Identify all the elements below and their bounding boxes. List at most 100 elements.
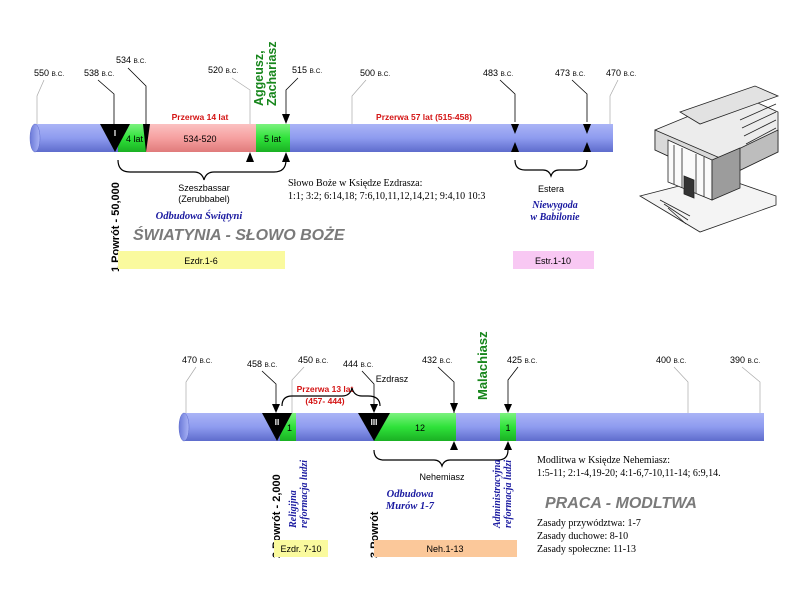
- timeline-1-year-labels: 550 B.C. 538 B.C. 534 B.C. 520 B.C. 515 …: [34, 55, 636, 124]
- year-label-470b: 470 B.C.: [182, 355, 212, 413]
- svg-text:470 B.C.: 470 B.C.: [606, 68, 636, 78]
- marker-473-bottom: [583, 142, 591, 152]
- return-1-marker: [100, 124, 130, 152]
- brace-estera: [514, 159, 588, 178]
- marker-425-top: [504, 404, 512, 413]
- leader-name-alt: (Zerubbabel): [178, 194, 230, 204]
- book-esther: Estr.1-10: [535, 256, 571, 266]
- svg-text:444 B.C.: 444 B.C.: [343, 359, 373, 369]
- return-2-label: 2 Powrót - 2,000: [271, 474, 283, 558]
- segment-4-lat-label: 4 lat: [126, 134, 144, 144]
- marker-483-bottom: [511, 142, 519, 152]
- marker-444-top: [370, 404, 378, 413]
- year-label-534: 534 B.C.: [116, 55, 147, 124]
- principle-leadership: Zasady przywództwa: 1-7: [537, 518, 641, 529]
- segment-5-lat: [256, 124, 290, 152]
- svg-text:483 B.C.: 483 B.C.: [483, 68, 513, 78]
- gap-57-lat: Przerwa 57 lat (515-458): [376, 112, 472, 122]
- prayer-title: Modlitwa w Księdze Nehemiasz:: [537, 455, 670, 466]
- prophet-malachiasz: Malachiasz: [475, 331, 490, 400]
- prophets-aggeusz-zachariasz: Aggeusz, Zachariasz: [252, 41, 279, 106]
- svg-text:390 B.C.: 390 B.C.: [730, 355, 760, 365]
- gap-13-lat: Przerwa 13 lat: [297, 384, 354, 394]
- prayer-refs: 1:5-11; 2:1-4,19-20; 4:1-6,7-10,11-14; 6…: [537, 468, 721, 479]
- gap-13-lat-years: (457- 444): [305, 396, 344, 406]
- word-title: Słowo Boże w Księdze Ezdrasza:: [288, 178, 422, 189]
- roman-ii: II: [275, 418, 279, 427]
- section-title-temple: ŚWIATYNIA - SŁOWO BOŻE: [133, 225, 346, 244]
- year-label-520: 520 B.C.: [208, 65, 251, 124]
- svg-text:538 B.C.: 538 B.C.: [84, 68, 114, 78]
- svg-text:Zachariasz: Zachariasz: [265, 41, 279, 106]
- year-label-390: 390 B.C.: [730, 355, 760, 413]
- leader-name: Szeszbassar: [178, 183, 230, 193]
- svg-text:470 B.C.: 470 B.C.: [182, 355, 212, 365]
- year-label-432: 432 B.C.: [422, 355, 455, 413]
- word-refs: 1:1; 3:2; 6:14,18; 7:6,10,11,12,14,21; 9…: [288, 191, 485, 202]
- marker-483-top: [511, 124, 519, 134]
- roman-iii: III: [371, 418, 378, 427]
- svg-text:473 B.C.: 473 B.C.: [555, 68, 585, 78]
- segment-iii-1-label: 1: [505, 423, 510, 433]
- odbudowa-murow-line2: Murów 1-7: [385, 501, 435, 512]
- note-administracyjna: Administracyjna reformacja ludzi: [492, 460, 514, 529]
- year-label-483: 483 B.C.: [483, 68, 516, 122]
- svg-text:Religijna: Religijna: [288, 490, 299, 529]
- timeline-2-bar-cap: [178, 412, 190, 442]
- year-label-444: 444 B.C.: [343, 359, 375, 404]
- brace-ezdrasz: [281, 387, 381, 407]
- marker-473-top: [583, 124, 591, 134]
- segment-12-label: 12: [415, 423, 425, 433]
- svg-text:550 B.C.: 550 B.C.: [34, 68, 64, 78]
- svg-text:432 B.C.: 432 B.C.: [422, 355, 452, 365]
- svg-text:reformacja ludzi: reformacja ludzi: [299, 460, 310, 528]
- year-label-550: 550 B.C.: [34, 68, 64, 124]
- temple-illustration: [633, 85, 780, 235]
- note-religijna: Religijna reformacja ludzi: [288, 460, 310, 529]
- gap-14-lat: Przerwa 14 lat: [172, 112, 229, 122]
- segment-iii-1: [500, 413, 516, 441]
- year-label-515: 515 B.C.: [285, 65, 322, 114]
- marker-520-bottom: [246, 152, 254, 162]
- book-ezra-7-10-box: [274, 540, 328, 557]
- book-ezra-7-10: Ezdr. 7-10: [280, 544, 321, 554]
- niewygoda-line2: w Babilonie: [530, 212, 580, 223]
- book-nehemiah: Neh.1-13: [426, 544, 463, 554]
- book-ezra-1-6-box: [118, 251, 285, 269]
- marker-432-bottom: [450, 441, 458, 450]
- nehemiasz-label: Nehemiasz: [419, 472, 465, 482]
- segment-534-520-label: 534-520: [183, 134, 216, 144]
- svg-text:425 B.C.: 425 B.C.: [507, 355, 537, 365]
- year-label-473: 473 B.C.: [555, 68, 588, 122]
- niewygoda-line1: Niewygoda: [531, 200, 578, 211]
- return-2-marker: [262, 413, 292, 441]
- book-esther-box: [513, 251, 594, 269]
- timeline-1-bar-cap: [29, 123, 41, 153]
- year-label-500: 500 B.C.: [351, 68, 390, 124]
- marker-515-bottom: [282, 152, 290, 162]
- svg-text:534 B.C.: 534 B.C.: [116, 55, 146, 65]
- timeline-2-year-labels: 470 B.C. 458 B.C. 450 B.C. 444 B.C. 432 …: [182, 355, 760, 413]
- marker-432-top: [450, 403, 458, 413]
- return-1-label: 1 Powrót - 50,000: [110, 182, 122, 272]
- roman-i: I: [114, 129, 116, 138]
- svg-text:Administracyjna: Administracyjna: [492, 460, 503, 529]
- brace-rebuild: [117, 159, 287, 181]
- svg-text:400 B.C.: 400 B.C.: [656, 355, 686, 365]
- year-label-425: 425 B.C.: [507, 355, 537, 404]
- timeline-1: 550 B.C. 538 B.C. 534 B.C. 520 B.C. 515 …: [29, 41, 636, 272]
- marker-458-top: [272, 404, 280, 413]
- segment-12: [374, 413, 456, 441]
- svg-text:Aggeusz,: Aggeusz,: [252, 50, 266, 106]
- odbudowa-murow-line1: Odbudowa: [387, 489, 434, 500]
- year-label-450: 450 B.C.: [291, 355, 328, 413]
- segment-534-520: [146, 124, 256, 152]
- book-neh-box: [374, 540, 517, 557]
- svg-text:450 B.C.: 450 B.C.: [298, 355, 328, 365]
- year-label-538: 538 B.C.: [84, 68, 115, 124]
- segment-5-lat-label: 5 lat: [264, 134, 282, 144]
- return-3-marker: [358, 413, 390, 441]
- ezdrasz-label: Ezdrasz: [376, 374, 409, 384]
- work-odbudowa-swiatyni: Odbudowa Świątyni: [156, 210, 243, 222]
